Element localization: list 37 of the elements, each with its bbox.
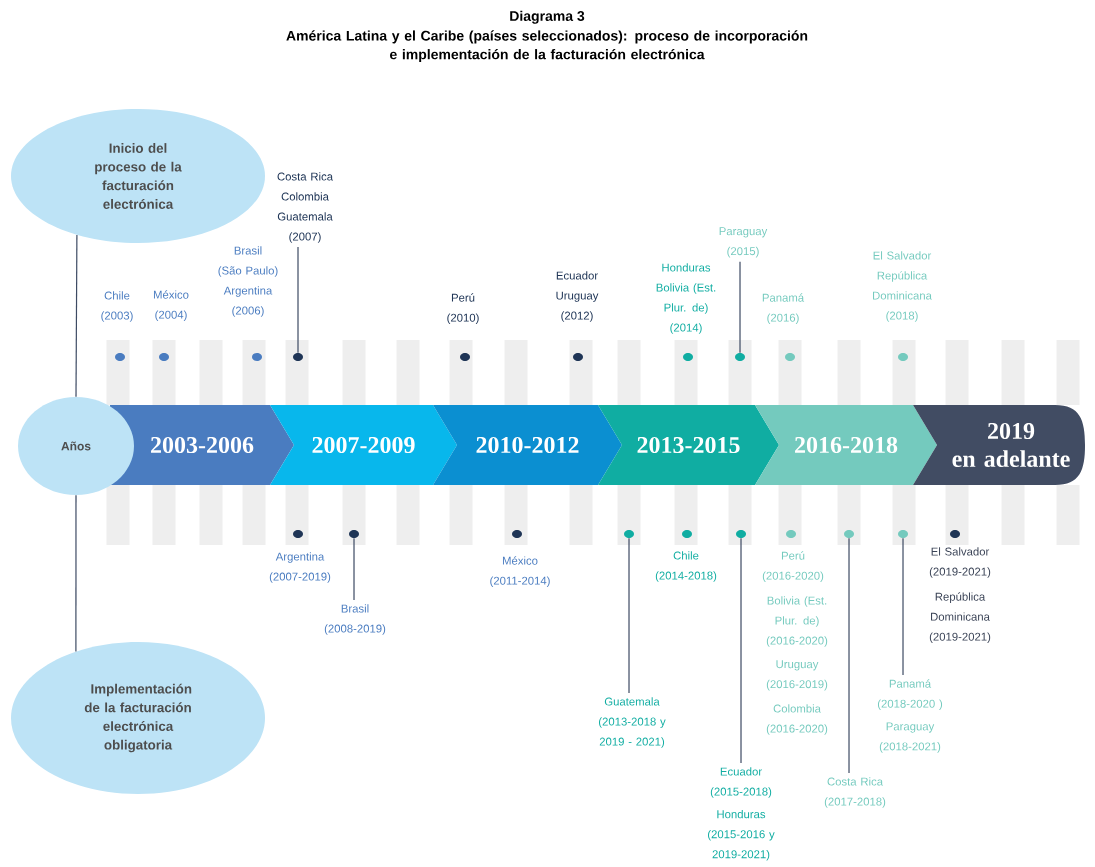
country-label: Costa Rica (2017-2018)	[824, 777, 886, 808]
country-label: Panamá (2018-2020 ) Paraguay (2018-2021)	[877, 679, 943, 753]
country-label: Brasil (2008-2019)	[324, 604, 386, 635]
country-label: Brasil (São Paulo) Argentina (2006)	[218, 246, 278, 317]
country-label: México (2011-2014)	[490, 556, 550, 587]
timeline-segment: 2007-2009	[270, 405, 457, 485]
leader-line	[848, 537, 850, 774]
leader-line	[353, 537, 355, 601]
leader-line	[902, 537, 904, 676]
country-label: Perú (2010)	[447, 293, 479, 324]
country-label: República Dominicana (2019-2021)	[929, 592, 991, 643]
country-label: Chile (2014-2018)	[655, 551, 717, 582]
country-label: Costa Rica Colombia Guatemala (2007)	[277, 172, 333, 243]
connector-line	[75, 494, 77, 653]
country-label: Colombia (2016-2020)	[766, 704, 828, 735]
country-label: Chile (2003)	[101, 291, 133, 322]
country-label: Perú (2016-2020)	[762, 551, 824, 582]
timeline-segment: 2013-2015	[598, 405, 779, 485]
timeline-segment: 2019 en adelante	[913, 405, 1085, 485]
leader-line	[739, 261, 741, 354]
country-label: Bolivia (Est. Plur. de) (2016-2020)	[766, 596, 828, 647]
leader-line	[297, 246, 299, 354]
subtitle: América Latina y el Caribe (países seleccionados): proceso de incorporación e implementación de la facturación electrónica	[286, 30, 808, 63]
leader-line	[740, 537, 742, 764]
country-label: El Salvador República Dominicana (2018)	[873, 251, 932, 322]
title: Diagrama 3	[510, 10, 585, 24]
timeline-segment: 2010-2012	[433, 405, 622, 485]
country-label: Guatemala (2013-2018 y 2019 - 2021)	[599, 697, 666, 748]
country-label: Uruguay (2016-2019)	[766, 660, 828, 691]
country-label: Ecuador Uruguay (2012)	[556, 271, 599, 322]
timeline-segment: 2016-2018	[755, 405, 937, 485]
connector-line	[75, 234, 78, 398]
country-label: Ecuador (2015-2018) Honduras (2015-2016 y 2019-2021)	[708, 767, 775, 861]
country-label: México (2004)	[153, 290, 189, 321]
country-label: Panamá (2016)	[762, 293, 805, 324]
country-label: Paraguay (2015)	[719, 227, 768, 258]
leader-line	[628, 537, 630, 694]
